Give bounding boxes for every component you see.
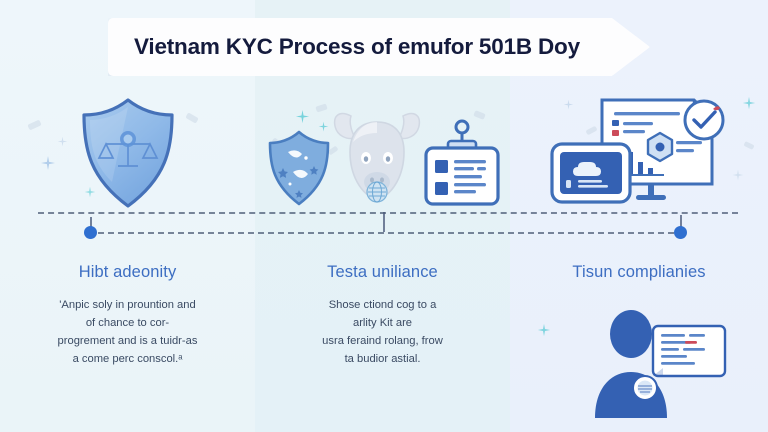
body-line: a come perc conscol.ᵃ [72, 353, 183, 366]
body-line: arlity Kit are [352, 317, 413, 330]
column-3-heading: Tisun complianies [572, 263, 706, 281]
icon-group-column-1 [0, 92, 255, 212]
body-line: ta budior astial. [344, 353, 421, 366]
column-2-heading: Testa uniliance [327, 263, 438, 281]
timeline-dot-start [84, 226, 97, 239]
timeline-dot-end [674, 226, 687, 239]
id-badge-icon [423, 119, 500, 206]
monitor-report-icon [550, 98, 725, 204]
page-title: Vietnam KYC Process of emufor 501B Doy [134, 34, 580, 59]
column-3: Tisun complianies [510, 263, 768, 296]
column-1-body: 'Anpic soly in prountion and of chance t… [18, 296, 237, 369]
body-line: of chance to cor- [85, 317, 170, 330]
icon-group-column-2 [255, 92, 510, 212]
body-line: usra feraind rolang, frow [322, 335, 443, 348]
icon-group-column-3 [510, 92, 768, 212]
body-line: progrement and is a tuidr-as [57, 335, 198, 348]
column-2-body: Shose ctiond cog to a arlity Kit are usr… [273, 296, 492, 369]
timeline-tick-right [680, 215, 682, 227]
column-1: Hibt adeonity 'Anpic soly in prountion a… [0, 263, 255, 369]
shield-stars-icon [268, 130, 329, 206]
timeline-tick-left [90, 217, 92, 228]
title-banner: Vietnam KYC Process of emufor 501B Doy [108, 18, 650, 76]
person-document-illustration [595, 310, 727, 418]
body-line: Shose ctiond cog to a [328, 299, 437, 311]
shield-scales-icon [81, 98, 174, 208]
timeline-dashed-line-top [38, 212, 738, 214]
column-2: Testa uniliance Shose ctiond cog to a ar… [255, 263, 510, 369]
column-1-heading: Hibt adeonity [78, 263, 177, 281]
timeline-dashed-line-bottom [88, 232, 684, 234]
timeline-tick-middle [383, 212, 385, 232]
body-line: 'Anpic soly in prountion and [59, 299, 196, 311]
ox-head-icon [333, 112, 420, 203]
timeline [0, 205, 768, 250]
